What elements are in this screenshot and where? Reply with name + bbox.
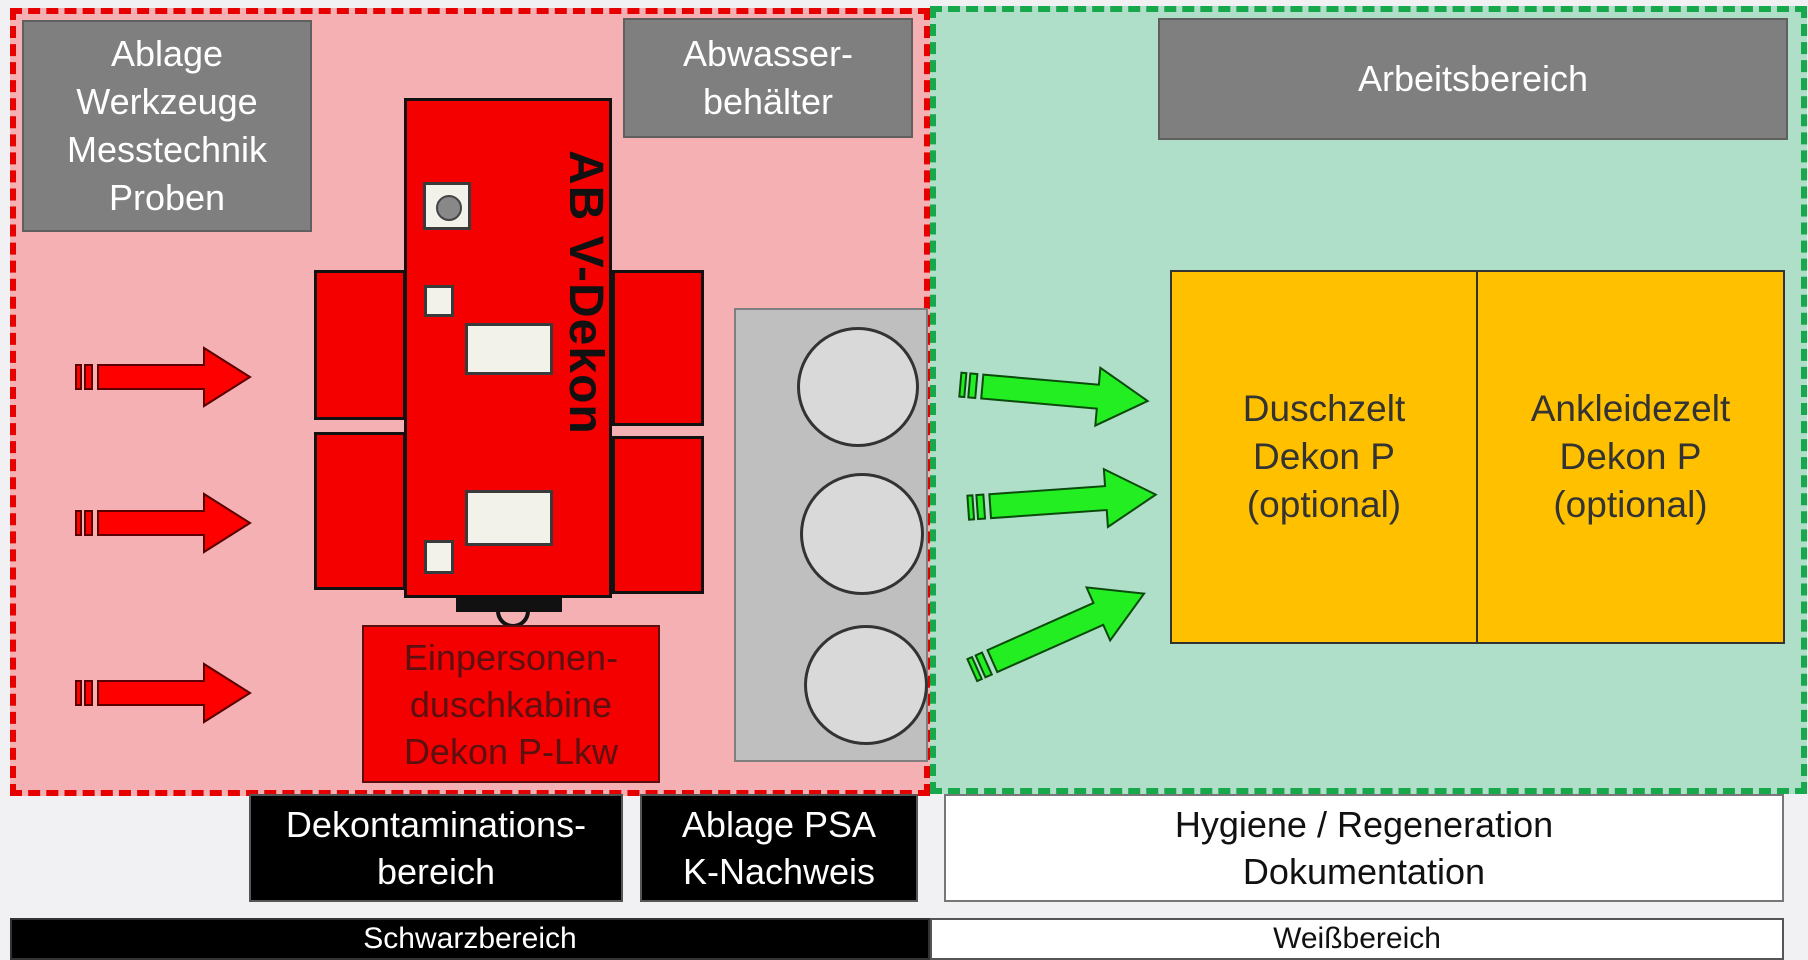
exit-arrow-green-3 <box>966 586 1146 683</box>
dekontaminationsbereich-label: Dekontaminations- bereich <box>249 794 623 902</box>
vehicle-camera-icon <box>423 182 471 230</box>
entry-arrow-red-3 <box>75 662 252 724</box>
vehicle-small-hatch-top <box>424 285 454 317</box>
hygiene-regeneration-label: Hygiene / Regeneration Dokumentation <box>944 794 1784 902</box>
exit-arrow-green-2 <box>966 467 1158 529</box>
arbeitsbereich-box: Arbeitsbereich <box>1158 18 1788 140</box>
exit-arrow-green-1 <box>958 365 1150 428</box>
vehicle-window-bottom <box>465 490 553 546</box>
psa-disc-3 <box>804 625 928 745</box>
weissbereich-footer: Weißbereich <box>930 918 1784 960</box>
vehicle-small-hatch-bottom <box>424 540 454 574</box>
entry-arrow-red-1 <box>75 346 252 408</box>
vehicle-side-tent-bottom-right <box>612 436 704 594</box>
vehicle-side-tent-bottom-left <box>314 432 406 590</box>
einpersonen-duschkabine-box: Einpersonen- duschkabine Dekon P-Lkw <box>362 625 660 783</box>
psa-disc-1 <box>797 327 919 447</box>
ankleidezelt-box: Ankleidezelt Dekon P (optional) <box>1476 270 1785 644</box>
entry-arrow-red-2 <box>75 492 252 554</box>
abwasserbehaelter-box: Abwasser- behälter <box>623 18 913 138</box>
ablage-werkzeuge-box: Ablage Werkzeuge Messtechnik Proben <box>22 20 312 232</box>
ablage-psa-label: Ablage PSA K-Nachweis <box>640 794 918 902</box>
duschzelt-box: Duschzelt Dekon P (optional) <box>1170 270 1478 644</box>
vehicle-label: AB V-Dekon <box>559 150 612 435</box>
schwarzbereich-footer: Schwarzbereich <box>10 918 930 960</box>
psa-disc-2 <box>800 473 924 595</box>
vehicle-side-tent-top-right <box>612 270 704 426</box>
vehicle-window-top <box>465 323 553 375</box>
vehicle-side-tent-top-left <box>314 270 406 420</box>
